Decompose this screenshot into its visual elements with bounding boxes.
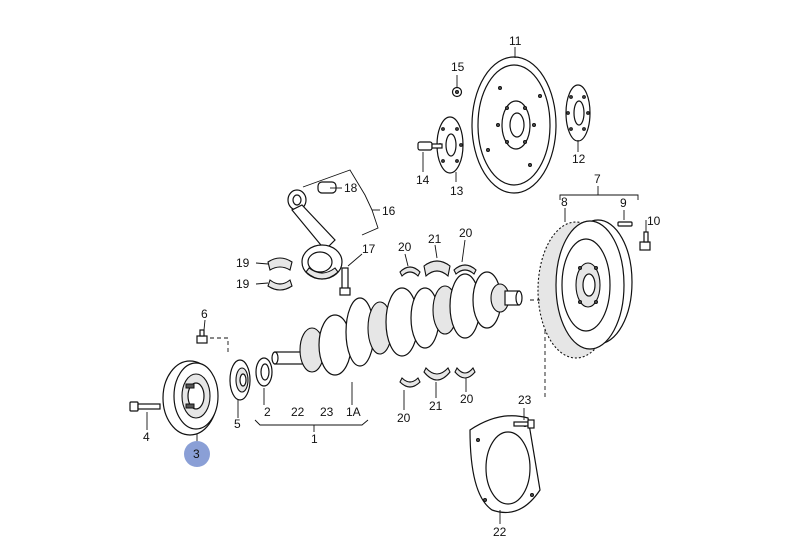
callout-10[interactable]: 10 — [647, 214, 661, 228]
dowel-pin — [617, 221, 633, 227]
leader-lines — [146, 47, 647, 524]
crankshaft — [271, 271, 523, 376]
main-bearing-shells-upper — [399, 260, 477, 278]
sprocket-bolt — [196, 329, 208, 344]
callout-21-lower[interactable]: 21 — [429, 399, 443, 413]
flexplate-bolt — [417, 141, 443, 151]
crank-sprocket — [229, 359, 251, 401]
callout-18[interactable]: 18 — [344, 181, 358, 195]
callout-labels: 11 15 12 13 14 18 16 17 19 19 20 21 20 7… — [143, 34, 661, 539]
callout-3-highlighted[interactable]: 3 — [193, 447, 200, 461]
callout-11[interactable]: 11 — [509, 34, 522, 48]
callout-22-lower-group[interactable]: 22 — [291, 405, 305, 419]
callout-20-upper-left[interactable]: 20 — [398, 240, 412, 254]
flywheel-bolt — [639, 231, 651, 251]
rod-bearing-shells — [267, 257, 293, 291]
callout-23-flange[interactable]: 23 — [518, 393, 532, 407]
callout-17[interactable]: 17 — [362, 242, 376, 256]
callout-1[interactable]: 1 — [311, 432, 318, 446]
callout-20-lower-left[interactable]: 20 — [397, 411, 411, 425]
callout-8[interactable]: 8 — [561, 195, 568, 209]
rod-bolt — [339, 267, 351, 296]
spacer-plate-right — [565, 84, 591, 142]
callout-19-upper[interactable]: 19 — [236, 256, 250, 270]
callout-1a[interactable]: 1A — [346, 405, 361, 419]
callout-4[interactable]: 4 — [143, 430, 150, 444]
callout-12[interactable]: 12 — [572, 152, 586, 166]
pulley-bolt — [129, 401, 161, 412]
callout-20-lower-right[interactable]: 20 — [460, 392, 474, 406]
callout-23-lower-group[interactable]: 23 — [320, 405, 334, 419]
callout-5[interactable]: 5 — [234, 417, 241, 431]
callout-6[interactable]: 6 — [201, 307, 208, 321]
callout-15[interactable]: 15 — [451, 60, 465, 74]
callout-22-flange[interactable]: 22 — [493, 525, 507, 539]
callout-7[interactable]: 7 — [594, 172, 601, 186]
front-seal — [255, 357, 273, 387]
callout-9[interactable]: 9 — [620, 196, 627, 210]
dual-mass-flywheel — [537, 219, 633, 359]
callout-13[interactable]: 13 — [450, 184, 464, 198]
flange-bolt — [513, 419, 535, 429]
callout-21-upper[interactable]: 21 — [428, 232, 442, 246]
callout-16[interactable]: 16 — [382, 204, 396, 218]
flexplate-nut — [451, 86, 463, 98]
sealing-flange — [469, 415, 541, 514]
flexplate — [471, 56, 557, 194]
vibration-damper-pulley — [162, 360, 219, 436]
callout-14[interactable]: 14 — [416, 173, 430, 187]
highlight-marker[interactable] — [184, 441, 210, 467]
main-bearing-shells-lower — [399, 366, 476, 388]
callout-20-upper-right[interactable]: 20 — [459, 226, 473, 240]
connecting-rod — [287, 181, 343, 280]
callout-19-lower[interactable]: 19 — [236, 277, 250, 291]
callout-2[interactable]: 2 — [264, 405, 271, 419]
